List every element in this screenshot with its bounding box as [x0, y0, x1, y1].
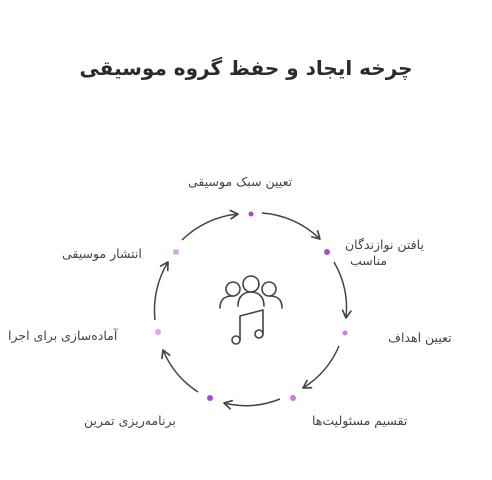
step-label: تقسیم مسئولیت‌ها	[312, 413, 408, 428]
step-label: انتشار موسیقی	[62, 246, 142, 261]
step-dot	[207, 395, 213, 401]
step-dot	[342, 330, 348, 336]
cycle-arrow	[181, 209, 239, 241]
cycle-arrow	[302, 345, 340, 389]
step-label: یافتن نوازندگان	[345, 237, 424, 252]
step-label: تعیین اهداف	[388, 330, 452, 345]
cycle-arrow	[153, 261, 169, 321]
band-music-icon	[219, 275, 283, 345]
step-label: تعیین سبک موسیقی	[188, 174, 293, 189]
step-label: آماده‌سازی برای اجرا	[8, 328, 118, 343]
step-label: مناسب	[350, 253, 388, 268]
step-label: برنامه‌ریزی تمرین	[84, 413, 176, 428]
cycle-arrow	[223, 398, 281, 410]
step-dot	[324, 249, 330, 255]
step-dot	[173, 249, 179, 255]
step-dot	[290, 395, 296, 401]
step-dot	[248, 211, 254, 217]
diagram-title: چرخه ایجاد و حفظ گروه موسیقی	[79, 56, 413, 80]
cycle-arrow	[261, 212, 321, 240]
cycle-arrow	[333, 261, 352, 319]
step-dot	[155, 329, 161, 335]
cycle-arrow	[161, 349, 199, 393]
